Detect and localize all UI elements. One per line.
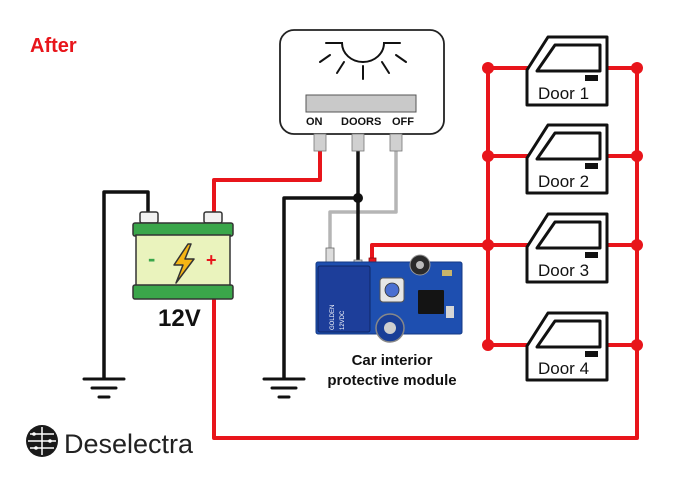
light-bulb-icon	[319, 42, 407, 80]
door-label: Door 1	[538, 84, 589, 103]
switch-label-doors: DOORS	[341, 116, 381, 128]
door-label: Door 3	[538, 261, 589, 280]
wire-battery-positive-to-switch-on	[212, 148, 322, 220]
ic-chip	[418, 290, 444, 314]
relay-brand: GOLDEN	[330, 305, 336, 330]
door-1: Door 1	[525, 35, 609, 107]
door-2: Door 2	[525, 123, 609, 195]
ground-icon	[262, 377, 306, 399]
door-4: Door 4	[525, 311, 609, 382]
junction-ground	[353, 193, 363, 203]
brain-circuit-icon	[26, 425, 58, 457]
logo-text: Deselectra	[64, 429, 194, 459]
switch-label-off: OFF	[392, 116, 414, 128]
door-label: Door 4	[538, 359, 589, 378]
wire-battery-negative-ground	[102, 190, 150, 380]
lightning-bolt-icon	[173, 243, 195, 284]
junction-dots	[482, 62, 643, 351]
battery-minus: -	[148, 246, 155, 271]
module-caption-line1: Car interior	[352, 352, 433, 369]
deselectra-logo: Deselectra	[26, 425, 194, 459]
wire-switch-off-to-module	[328, 148, 398, 252]
interior-light-switch: ON DOORS OFF	[279, 29, 445, 152]
door-3: Door 3	[525, 212, 609, 284]
door-label: Door 2	[538, 172, 589, 191]
switch-slider[interactable]	[305, 94, 417, 113]
switch-label-on: ON	[306, 116, 323, 128]
wire-battery-positive-to-bus	[212, 66, 639, 440]
battery-plus: +	[206, 250, 217, 270]
ground-icon	[82, 377, 126, 399]
heading-after: After	[30, 35, 77, 57]
wire-module-to-doors	[370, 243, 490, 264]
relay-rating: 12VDC	[340, 310, 346, 330]
car-interior-protective-module: GOLDEN 12VDC Car interior protective mod…	[315, 247, 463, 389]
battery: - + 12V	[132, 211, 234, 332]
module-caption-line2: protective module	[327, 372, 456, 389]
battery-voltage-label: 12V	[158, 305, 201, 332]
wire-switch-doors-to-ground	[282, 148, 360, 380]
